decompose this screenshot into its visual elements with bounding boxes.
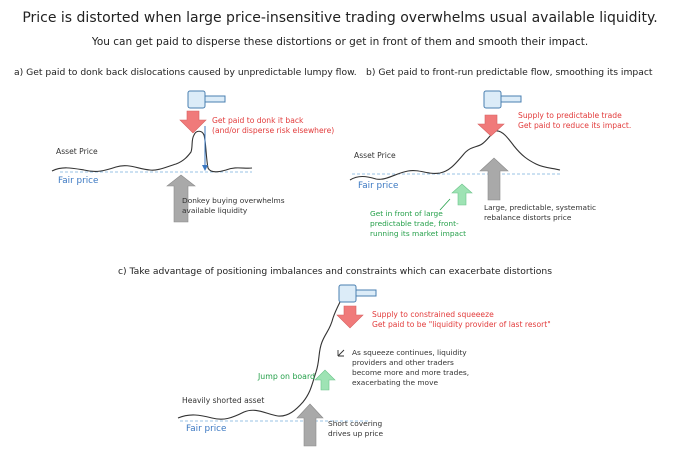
panel-c-squeeze-pointer-icon xyxy=(337,349,345,357)
panel-c-fair-price-label: Fair price xyxy=(186,424,227,434)
panel-c-squeeze-note-line-4: exacerbating the move xyxy=(352,378,438,387)
panel-b-gray-note-line-1: Large, predictable, systematic xyxy=(484,203,597,212)
panel-c-red-supply-arrow xyxy=(336,305,364,329)
panel-c-red-note-line-1: Supply to constrained squeeeze xyxy=(372,310,494,319)
panel-b-green-note-line-2: predictable trade, front- xyxy=(370,219,459,228)
panel-c-asset-label: Heavily shorted asset xyxy=(182,396,265,405)
panel-a-red-note-line-2: (and/or disperse risk elsewhere) xyxy=(212,126,335,135)
panel-b-green-frontrun-arrow xyxy=(451,183,473,206)
panel-b-gray-note-line-2: rebalance distorts price xyxy=(484,213,572,222)
panel-b-green-note: Get in front of large predictable trade,… xyxy=(370,209,466,239)
panel-b-price-line xyxy=(349,130,561,181)
panel-c-hammer-icon xyxy=(338,284,377,303)
panel-b-green-note-line-1: Get in front of large xyxy=(370,209,443,218)
panel-a-heading: a) Get paid to donk back dislocations ca… xyxy=(14,67,357,78)
panel-a-asset-price-label: Asset Price xyxy=(56,147,98,156)
panel-a-red-note: Get paid to donk it back (and/or dispers… xyxy=(212,116,334,136)
page-title: Price is distorted when large price-inse… xyxy=(22,10,658,26)
panel-a-fair-price-label: Fair price xyxy=(58,176,99,186)
panel-c-price-line xyxy=(177,301,341,420)
panel-b-gray-note: Large, predictable, systematic rebalance… xyxy=(484,203,596,223)
panel-b-red-note-line-1: Supply to predictable trade xyxy=(518,111,622,120)
panel-c-gray-note-line-1: Short covering xyxy=(328,419,383,428)
panel-c-squeeze-note-line-2: providers and other traders xyxy=(352,358,454,367)
panel-b-gray-flow-arrow xyxy=(479,157,509,201)
panel-c-gray-cover-arrow xyxy=(296,403,324,447)
panel-c-red-note-line-2: Get paid to be "liquidity provider of la… xyxy=(372,320,551,329)
panel-b-hammer-icon xyxy=(483,90,522,109)
panel-a-red-supply-arrow xyxy=(179,110,207,134)
panel-a-hammer-icon xyxy=(187,90,226,109)
panel-c-green-jump-arrow xyxy=(314,369,336,391)
panel-b-asset-price-label: Asset Price xyxy=(354,151,396,160)
panel-c-squeeze-note-line-3: become more and more trades, xyxy=(352,368,470,377)
panel-c-heading: c) Take advantage of positioning imbalan… xyxy=(118,266,553,277)
panel-a-gray-note-line-1: Donkey buying overwhelms xyxy=(182,196,285,205)
panel-a-gray-note-line-2: available liquidity xyxy=(182,206,248,215)
panel-b-green-pointer xyxy=(439,198,451,211)
panel-b-green-note-line-3: running its market impact xyxy=(370,229,467,238)
panel-c-gray-note: Short covering drives up price xyxy=(328,419,383,439)
panel-c-red-note: Supply to constrained squeeeze Get paid … xyxy=(372,310,551,330)
panel-a-gray-buy-arrow xyxy=(166,174,196,223)
panel-b-heading: b) Get paid to front-run predictable flo… xyxy=(366,67,653,78)
panel-c-squeeze-note: As squeeze continues, liquidity provider… xyxy=(352,348,469,388)
panel-a-price-line xyxy=(51,130,253,173)
panel-a-gray-note: Donkey buying overwhelms available liqui… xyxy=(182,196,285,216)
panel-b-red-note-line-2: Get paid to reduce its impact. xyxy=(518,121,632,130)
panel-a-red-note-line-1: Get paid to donk it back xyxy=(212,116,304,125)
panel-c-green-label: Jump on board xyxy=(258,372,315,381)
panel-b-red-supply-arrow xyxy=(477,114,505,137)
panel-b-red-note: Supply to predictable trade Get paid to … xyxy=(518,111,631,131)
panel-c-squeeze-note-line-1: As squeeze continues, liquidity xyxy=(352,348,467,357)
panel-b-fair-price-label: Fair price xyxy=(358,181,399,191)
panel-c-gray-note-line-2: drives up price xyxy=(328,429,384,438)
page-subtitle: You can get paid to disperse these disto… xyxy=(91,36,589,48)
